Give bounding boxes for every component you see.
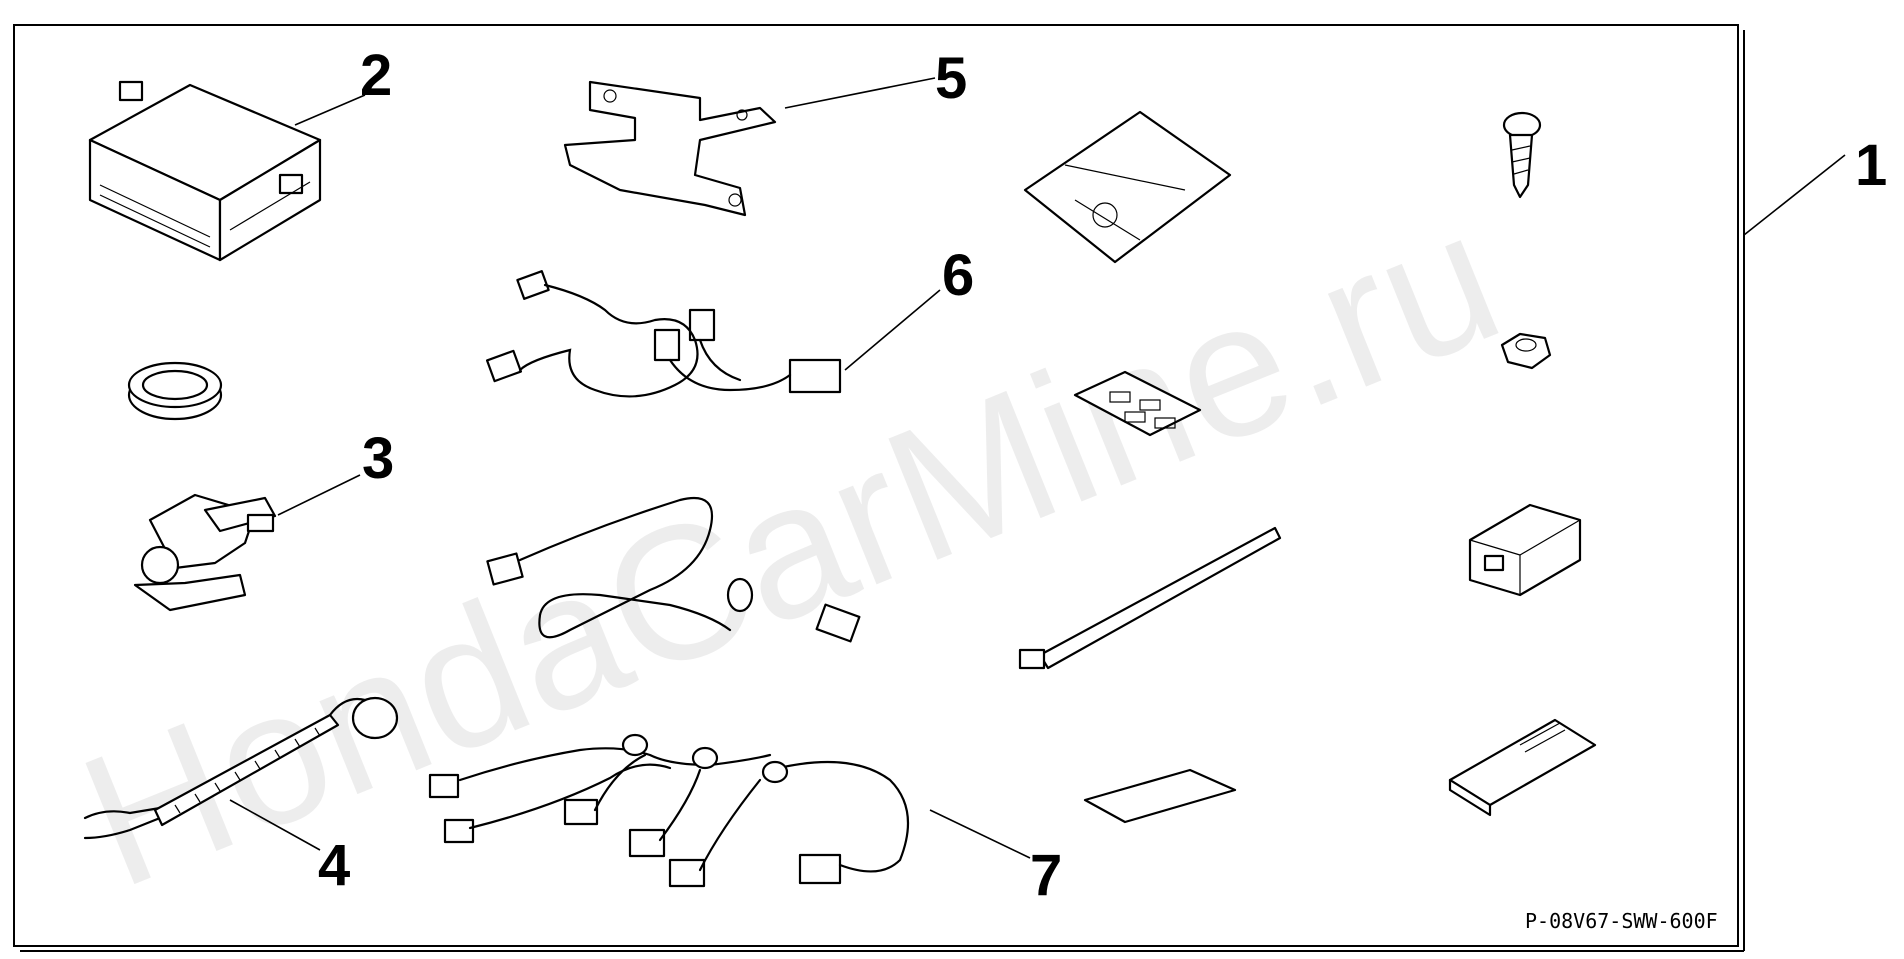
- adhesive-tape: [1083, 768, 1237, 824]
- part-4-cable: [83, 696, 399, 840]
- part-7-harness: [428, 733, 910, 888]
- callout-6: 6: [942, 243, 974, 308]
- watermark: HondaCarMine.ru: [56, 170, 1526, 928]
- instruction-booklet: [1448, 718, 1597, 817]
- callout-3: 3: [362, 426, 394, 491]
- foam-pad: [1073, 370, 1202, 437]
- leader-5: [784, 77, 936, 109]
- callout-5: 5: [935, 46, 967, 111]
- callout-4: 4: [318, 833, 350, 898]
- callout-1: 1: [1855, 133, 1887, 198]
- grommet: [127, 361, 223, 421]
- leader-7: [929, 809, 1031, 859]
- part-number: P-08V67-SWW-600F: [1525, 909, 1718, 933]
- leader-4: [229, 799, 321, 851]
- part-5-bracket: [563, 80, 777, 217]
- callout-2: 2: [360, 43, 392, 108]
- nut: [1500, 332, 1552, 370]
- part-3-sensor: [133, 493, 277, 612]
- part-2-control-unit: [88, 80, 322, 262]
- leader-3: [277, 474, 361, 516]
- template-sheet: [1023, 110, 1232, 264]
- leader-6: [844, 289, 941, 371]
- leader-1: [1743, 154, 1846, 236]
- callout-7: 7: [1030, 843, 1062, 908]
- part-6-harness: [485, 270, 842, 398]
- connector: [1468, 503, 1582, 597]
- screw: [1502, 111, 1542, 199]
- cable-tie: [1018, 526, 1282, 670]
- diagram-frame: [13, 24, 1739, 947]
- extension-cable: [486, 496, 861, 643]
- leader-2: [294, 94, 366, 126]
